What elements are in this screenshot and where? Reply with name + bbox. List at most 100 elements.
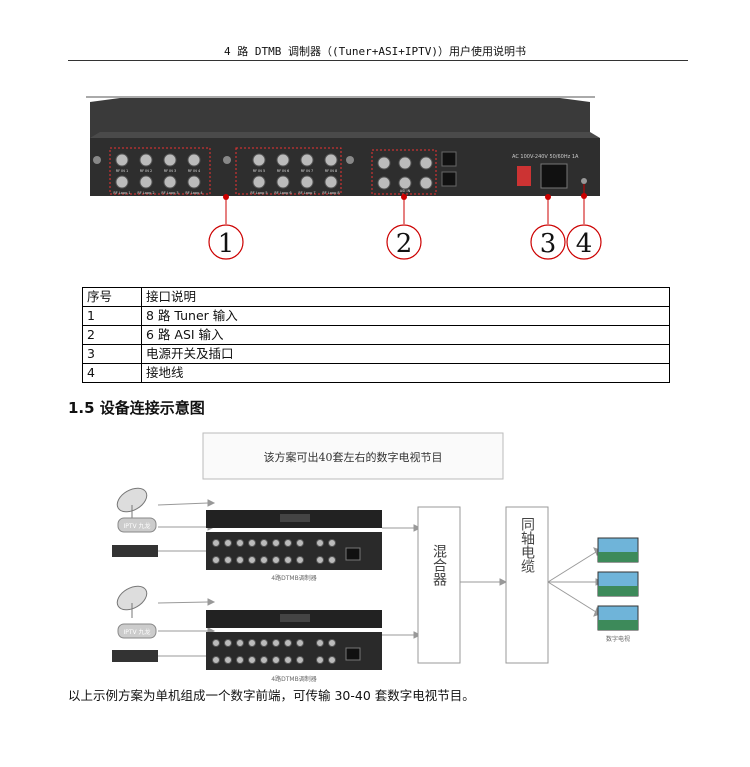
rf-loop-label: RF Loop 6 <box>274 191 291 195</box>
device-asi-connector <box>328 639 336 647</box>
rf-loop-label: RF Loop 4 <box>185 191 203 195</box>
tv-caption: 数字电视 <box>606 635 630 643</box>
callout-label-1: 1 <box>218 229 235 259</box>
modulator-bottom: 4路DTMB调制器 <box>206 610 382 683</box>
modulator-top: 4路DTMB调制器 <box>206 510 382 582</box>
ground-terminal <box>581 178 587 184</box>
rf-in-connector <box>163 153 177 167</box>
rf-loop-connector <box>276 175 290 189</box>
device-rf-connector <box>296 639 304 647</box>
device-asi-connector <box>328 556 336 564</box>
rf-connector-group: RF IN 1RF Loop 1RF IN 2RF Loop 2RF IN 3R… <box>113 153 340 195</box>
device-rf-connector <box>212 539 220 547</box>
section-title: 1.5 设备连接示意图 <box>68 399 205 417</box>
device-rf-connector <box>236 639 244 647</box>
connection-diagram: 该方案可出40套左右的数字电视节目 IPTV 九龙 IPTV 九龙 <box>112 432 639 683</box>
callout-circle-3 <box>530 224 566 260</box>
callout-circle-2 <box>386 224 422 260</box>
header-rule <box>68 60 688 61</box>
rf-in-connector <box>300 153 314 167</box>
rf-in-label: RF IN 7 <box>301 169 314 173</box>
device-rf-connector <box>248 556 256 564</box>
rf-loop-label: RF Loop 1 <box>113 191 130 195</box>
satellite-dish-icon <box>116 585 148 611</box>
callout-label-4: 4 <box>576 229 593 259</box>
callout-label-2: 2 <box>396 229 413 259</box>
rf-in-label: RF IN 5 <box>253 169 266 173</box>
rf-loop-label: RF Loop 3 <box>161 191 178 195</box>
lan-port <box>441 151 457 167</box>
device-rf-connector <box>236 656 244 664</box>
device-rf-connector <box>296 656 304 664</box>
receiver-box <box>112 650 158 662</box>
table-row: 2 6 路 ASI 输入 <box>82 325 670 345</box>
rf-in-label: RF IN 2 <box>140 169 153 173</box>
asi-connector <box>377 176 391 190</box>
power-switch <box>517 166 531 186</box>
device-rf-connector <box>212 556 220 564</box>
device-rf-connector <box>260 556 268 564</box>
asi-connector <box>377 156 391 170</box>
asi-connector <box>398 156 412 170</box>
banner-text: 该方案可出40套左右的数字电视节目 <box>264 450 443 464</box>
device-label-bottom: 4路DTMB调制器 <box>271 675 316 683</box>
lan-port <box>441 171 457 187</box>
iptv-label-top: IPTV 九龙 <box>123 522 150 530</box>
table-header-cell: 序号 <box>82 287 142 307</box>
callout-circle-1 <box>208 224 244 260</box>
device-rf-connector <box>224 656 232 664</box>
rear-panel-figure: RF IN 1RF Loop 1RF IN 2RF Loop 2RF IN 3R… <box>86 96 602 260</box>
source-group-bottom: IPTV 九龙 <box>112 585 158 662</box>
table-row: 3 电源开关及插口 <box>82 344 670 364</box>
banner-box <box>202 432 504 480</box>
satellite-dish-icon <box>116 487 148 513</box>
screw-icon <box>346 156 354 164</box>
device-rf-connector <box>248 639 256 647</box>
device-rf-connector <box>236 556 244 564</box>
mixer-label: 混合器 <box>431 544 447 586</box>
table-row: 1 8 路 Tuner 输入 <box>82 306 670 326</box>
device-asi-connector <box>316 556 324 564</box>
device-rf-connector <box>272 539 280 547</box>
figure-caption: 以上示例方案为单机组成一个数字前端，可传输 30-40 套数字电视节目。 <box>68 688 475 703</box>
asi-connector-group: ASI IN <box>377 156 433 193</box>
rf-in-label: RF IN 4 <box>188 169 201 173</box>
rf-in-connector <box>187 153 201 167</box>
tv-screen-icon <box>597 537 639 563</box>
power-rating-label: AC 100V-240V 50/60Hz 1A <box>512 154 579 160</box>
device-rf-connector <box>284 639 292 647</box>
device-rf-connector <box>296 539 304 547</box>
rf-loop-connector <box>300 175 314 189</box>
rf-in-label: RF IN 8 <box>325 169 338 173</box>
device-rf-connector <box>248 539 256 547</box>
rf-loop-connector <box>139 175 153 189</box>
table-cell: 2 <box>82 325 142 345</box>
device-rf-connector <box>224 539 232 547</box>
device-rf-connector <box>260 656 268 664</box>
coax-cable-label: 同轴电缆 <box>519 517 535 574</box>
rf-in-label: RF IN 6 <box>277 169 290 173</box>
device-rf-connector <box>236 539 244 547</box>
tv-screen-icon <box>597 605 639 631</box>
device-rf-connector <box>284 539 292 547</box>
table-cell: 6 路 ASI 输入 <box>141 325 670 345</box>
source-group-top: IPTV 九龙 <box>112 487 158 557</box>
device-rf-connector <box>248 656 256 664</box>
table-header-cell: 接口说明 <box>141 287 670 307</box>
mixer-box <box>417 506 461 664</box>
device-rf-connector <box>212 639 220 647</box>
iptv-label-bottom: IPTV 九龙 <box>123 628 150 636</box>
rf-loop-label: RF Loop 5 <box>250 191 267 195</box>
device-rf-connector <box>224 639 232 647</box>
screw-icon <box>223 156 231 164</box>
device-rf-connector <box>284 556 292 564</box>
table-cell: 接地线 <box>141 363 670 383</box>
device-label-top: 4路DTMB调制器 <box>271 574 316 582</box>
device-rf-connector <box>260 539 268 547</box>
iptv-box <box>117 517 157 533</box>
device-rf-connector <box>272 639 280 647</box>
rf-in-connector <box>139 153 153 167</box>
device-rf-connector <box>272 656 280 664</box>
device-rf-connector <box>284 656 292 664</box>
rf-in-connector <box>115 153 129 167</box>
